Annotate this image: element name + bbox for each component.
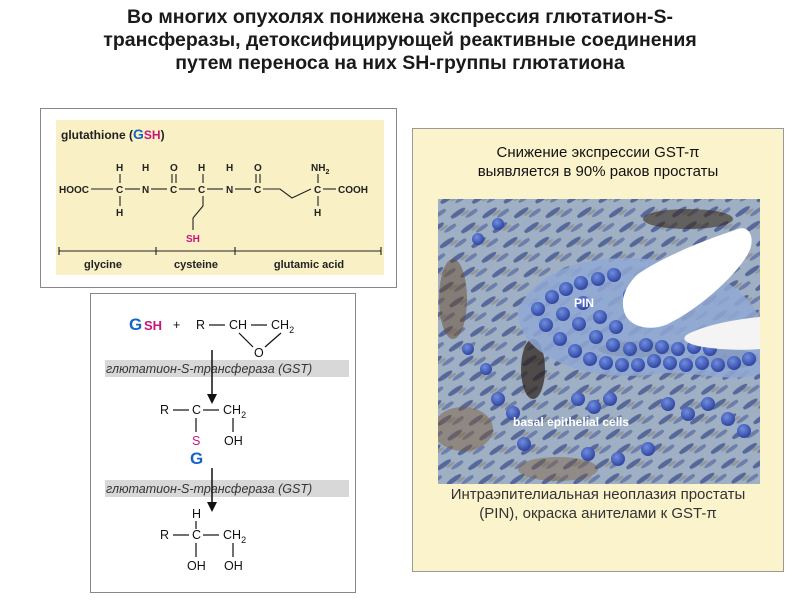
bonds-vertical-bottom bbox=[119, 196, 319, 230]
segment-cysteine: cysteine bbox=[174, 259, 218, 271]
product-ch2-ch: CH bbox=[223, 528, 241, 542]
atom-h-bottom-1: H bbox=[116, 208, 123, 219]
product-c: C bbox=[192, 528, 201, 542]
atom-cooh: COOH bbox=[338, 185, 368, 196]
micrograph-label-basal: basal epithelial cells bbox=[513, 415, 629, 429]
prostate-heading-line-2: выявляется в 90% раков простаты bbox=[477, 163, 719, 180]
micrograph-svg: PIN basal epithelial cells bbox=[438, 199, 760, 484]
product-bonds bbox=[195, 543, 234, 557]
glutathione-label: glutathione (GSH) bbox=[61, 126, 165, 142]
glutathione-structure-panel: glutathione (GSH) H H O H H O NH2 HOOC C… bbox=[40, 108, 397, 288]
product-r: R bbox=[160, 528, 169, 542]
title-line-1: Во многих опухолях понижена экспрессия г… bbox=[126, 6, 674, 28]
segment-bracket bbox=[58, 247, 382, 255]
enzyme-2-label: глютатион-S-трансфераза (GST) bbox=[106, 482, 312, 496]
intermediate-r: R bbox=[160, 403, 169, 417]
gst-reaction-panel: G SH + R CH CH2 O глютатион-S-трансфераз… bbox=[90, 293, 356, 593]
segment-glycine: glycine bbox=[84, 259, 122, 271]
atom-nh2: NH2 bbox=[311, 163, 329, 176]
atom-c-1: C bbox=[116, 185, 123, 196]
atom-hooc: HOOC bbox=[59, 185, 89, 196]
reactant-sh: SH bbox=[144, 318, 162, 333]
segment-glutamic-acid: glutamic acid bbox=[274, 259, 344, 271]
slide-title: Во многих опухолях понижена экспрессия г… bbox=[20, 6, 780, 75]
atom-n-2: N bbox=[226, 185, 233, 196]
glutathione-label-name: glutathione ( bbox=[61, 128, 133, 142]
bonds-vertical-top bbox=[119, 174, 319, 183]
atom-h-top-2: H bbox=[142, 163, 149, 174]
reactant-g: G bbox=[129, 315, 142, 334]
enzyme-1-bg bbox=[105, 360, 349, 377]
plus-sign: + bbox=[173, 318, 180, 332]
atom-c-2: C bbox=[170, 185, 177, 196]
prostate-caption-line-2: (PIN), окраска анителами к GST-π bbox=[479, 505, 717, 522]
intermediate-bonds bbox=[195, 418, 234, 432]
epoxide-ch2-ch: CH bbox=[271, 318, 289, 332]
atom-h-top-3: H bbox=[198, 163, 205, 174]
bonds-main-chain bbox=[91, 188, 336, 199]
prostate-caption: Интраэпителиальная неоплазия простаты (P… bbox=[413, 485, 783, 523]
glutathione-structure-diagram: glutathione (GSH) H H O H H O NH2 HOOC C… bbox=[58, 126, 382, 271]
intermediate-ch2-ch: CH bbox=[223, 403, 241, 417]
prostate-panel: Снижение экспрессии GST-π выявляется в 9… bbox=[412, 128, 784, 572]
epoxide-ch2-sub: 2 bbox=[289, 325, 294, 335]
title-line-3: путем переноса на них SH-группы глютатио… bbox=[175, 52, 625, 74]
arrow-2-head bbox=[207, 502, 217, 512]
glutathione-label-sh: SH bbox=[144, 128, 161, 142]
enzyme-2-bg bbox=[105, 480, 349, 497]
atom-c-3: C bbox=[198, 185, 205, 196]
intermediate-s: S bbox=[192, 434, 200, 448]
product-ch2-sub: 2 bbox=[241, 535, 246, 545]
atom-h-top-1: H bbox=[116, 163, 123, 174]
prostate-heading-line-1: Снижение экспрессии GST-π bbox=[496, 144, 700, 161]
prostate-heading: Снижение экспрессии GST-π выявляется в 9… bbox=[413, 143, 783, 181]
enzyme-1-label: глютатион-S-трансфераза (GST) bbox=[106, 362, 312, 376]
glutathione-structure-box: glutathione (GSH) H H O H H O NH2 HOOC C… bbox=[56, 120, 384, 275]
atom-nh-subscript: 2 bbox=[325, 169, 329, 176]
epoxide-r: R bbox=[196, 318, 205, 332]
intermediate-c: C bbox=[192, 403, 201, 417]
intermediate-oh: OH bbox=[224, 434, 243, 448]
atom-h-bottom-2: H bbox=[314, 208, 321, 219]
epoxide-o: O bbox=[254, 346, 264, 360]
epoxide-ch: CH bbox=[229, 318, 247, 332]
atom-h-top-4: H bbox=[226, 163, 233, 174]
atom-sh: SH bbox=[186, 234, 200, 245]
gst-reaction-diagram: G SH + R CH CH2 O глютатион-S-трансфераз… bbox=[105, 315, 349, 573]
micrograph-lumen-2 bbox=[684, 317, 760, 350]
product-h: H bbox=[192, 507, 201, 521]
micrograph-image: PIN basal epithelial cells bbox=[438, 199, 760, 484]
atom-c-4: C bbox=[254, 185, 261, 196]
intermediate-g: G bbox=[190, 449, 203, 468]
epoxide-ch2: CH2 bbox=[271, 318, 294, 335]
glutathione-label-g: G bbox=[133, 126, 144, 142]
atom-o-top-2: O bbox=[254, 163, 262, 174]
intermediate-ch2: CH2 bbox=[223, 403, 246, 420]
glutathione-label-close: ) bbox=[161, 128, 165, 142]
atom-c-5: C bbox=[314, 185, 321, 196]
product-oh-2: OH bbox=[224, 559, 243, 573]
title-line-2: трансферазы, детоксифицирующей реактивны… bbox=[103, 29, 697, 51]
prostate-caption-line-1: Интраэпителиальная неоплазия простаты bbox=[450, 486, 746, 503]
atom-nh: NH bbox=[311, 163, 325, 174]
epoxide-ring-bonds bbox=[238, 332, 282, 348]
atom-o-top-1: O bbox=[170, 163, 178, 174]
arrow-1-head bbox=[207, 394, 217, 404]
product-oh-1: OH bbox=[187, 559, 206, 573]
micrograph-lumen-1 bbox=[622, 228, 752, 328]
product-ch2: CH2 bbox=[223, 528, 246, 545]
atom-n-1: N bbox=[142, 185, 149, 196]
intermediate-ch2-sub: 2 bbox=[241, 410, 246, 420]
micrograph-label-pin: PIN bbox=[574, 296, 594, 310]
